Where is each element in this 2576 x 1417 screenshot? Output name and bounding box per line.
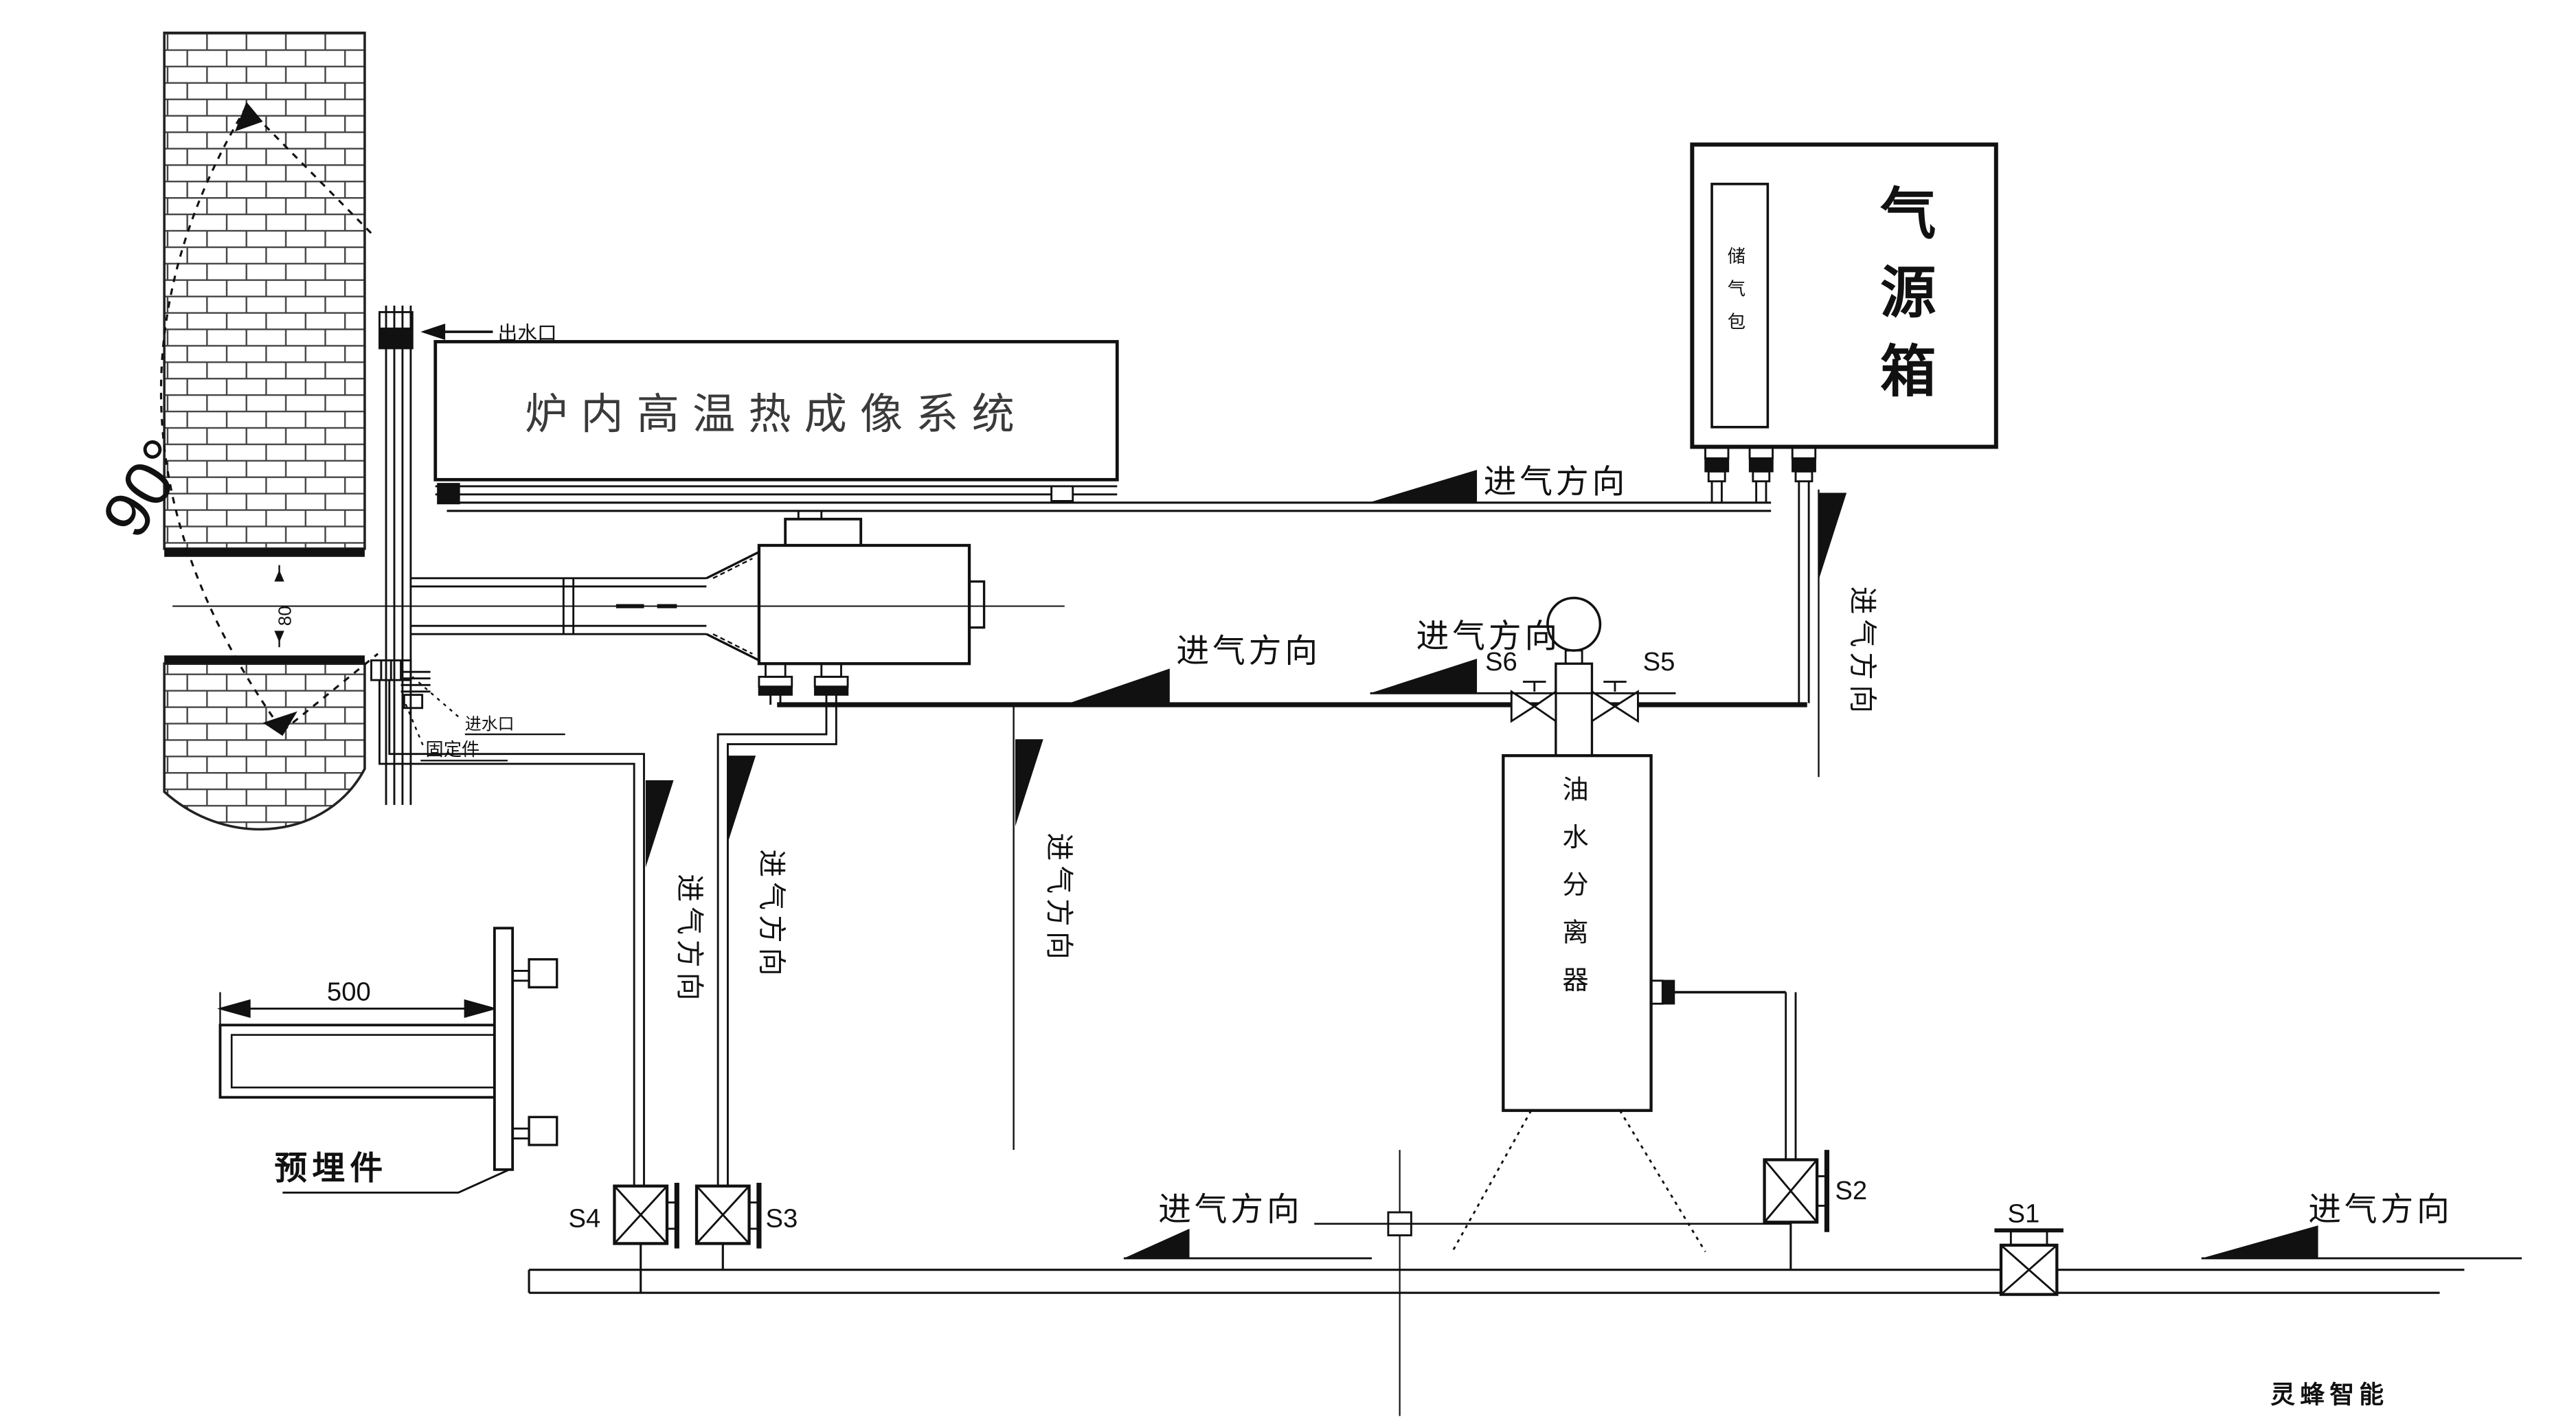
port-dimension: 80 <box>274 565 295 648</box>
gas-box-fittings <box>1704 446 1817 483</box>
valve-s4-label: S4 <box>568 1204 600 1234</box>
valve-s2 <box>1763 1150 1830 1232</box>
valve-s2-label: S2 <box>1835 1176 1867 1205</box>
flow-label-v3: 进气方向 <box>1015 739 1075 964</box>
gas-source-box <box>1690 142 1998 703</box>
port-top-edge <box>164 548 365 557</box>
flow-label-right-vertical: 进气方向 <box>1818 489 1879 778</box>
flow-label-v2: 进气方向 <box>727 756 788 981</box>
system-title: 炉内高温热成像系统 <box>525 390 1028 438</box>
svg-text:进气方向: 进气方向 <box>1416 618 1561 655</box>
flow-label-top: 进气方向 <box>1368 464 1628 503</box>
svg-text:进气方向: 进气方向 <box>2308 1192 2452 1228</box>
watermark-text: 灵蜂智能 <box>2270 1381 2388 1408</box>
top-gas-pipe <box>447 501 1772 512</box>
feed-pipes <box>379 680 1015 1186</box>
valve-s1 <box>1994 1228 2064 1296</box>
valve-s4 <box>613 1182 679 1249</box>
flow-direction-text: 进气方向 <box>1847 587 1879 718</box>
svg-text:进气方向: 进气方向 <box>1158 1192 1302 1228</box>
spring-fitting <box>400 670 431 710</box>
gas-storage-label: 储气包 <box>1725 246 1745 345</box>
camera-rear-tab <box>968 580 986 629</box>
fixing-part-label: 固定件 <box>425 739 479 760</box>
mounting-plates <box>370 305 414 805</box>
svg-text:进气方向: 进气方向 <box>756 849 788 980</box>
embed-plate <box>493 927 515 1171</box>
valve-s1-label: S1 <box>2008 1199 2040 1228</box>
flow-label-bottom-right: 进气方向 <box>2201 1192 2522 1260</box>
trumpet-flare <box>705 551 760 661</box>
bottom-pipes <box>528 992 2465 1294</box>
camera-body <box>757 543 971 666</box>
oil-water-separator-label: 油水分离器 <box>1557 775 1585 1014</box>
water-inlet-label: 进水口 <box>465 715 515 734</box>
gas-source-label: 气源箱 <box>1871 183 1932 421</box>
valve-s6-label: S6 <box>1485 647 1517 677</box>
svg-text:进气方向: 进气方向 <box>1043 833 1075 964</box>
port-size-text: 80 <box>274 606 295 626</box>
svg-text:进气方向: 进气方向 <box>1484 464 1628 500</box>
embed-width-text: 500 <box>327 977 371 1006</box>
svg-text:进气方向: 进气方向 <box>1176 633 1320 670</box>
flow-label-bottom-mid: 进气方向 <box>1123 1192 1372 1260</box>
port-bottom-edge <box>164 655 365 664</box>
flow-label-pipe: 进气方向 <box>1064 633 1320 705</box>
gas-box-down-pipe <box>1798 481 1810 703</box>
svg-text:进气方向: 进气方向 <box>674 874 705 1005</box>
embedded-part-detail <box>217 927 558 1194</box>
valve-s5-symbol <box>1591 681 1639 723</box>
valve-s3 <box>694 1182 762 1249</box>
oil-water-separator <box>1314 753 1791 1416</box>
valve-s6-symbol <box>1510 681 1557 723</box>
imaging-system-box <box>433 340 1119 505</box>
valve-s3-label: S3 <box>765 1204 798 1234</box>
embedded-part-label: 预埋件 <box>274 1150 387 1187</box>
valve-s5-label: S5 <box>1643 647 1675 677</box>
camera-top-block <box>784 517 863 547</box>
pressure-gauge-assembly <box>1510 596 1639 757</box>
wall-callouts: 进水口 固定件 <box>401 676 565 762</box>
flow-label-v1: 进气方向 <box>645 780 705 1006</box>
furnace-wall <box>163 32 366 831</box>
camera-assembly <box>172 510 1065 696</box>
gas-storage-bag <box>1710 183 1770 429</box>
